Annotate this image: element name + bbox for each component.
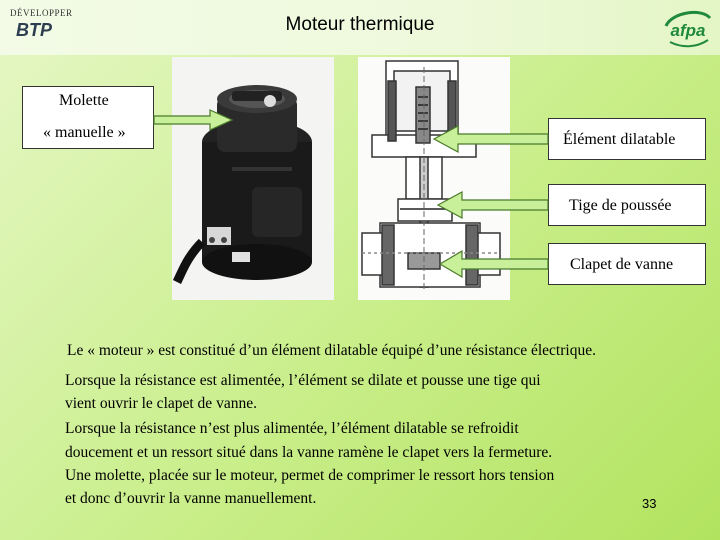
afpa-logo: afpa bbox=[662, 4, 714, 50]
label-element-dilatable: Élément dilatable bbox=[548, 118, 706, 160]
page-number: 33 bbox=[642, 496, 657, 511]
logo-left-small-text: DÉVELOPPER bbox=[10, 8, 73, 18]
body-line-3: Lorsque la résistance n’est plus aliment… bbox=[65, 420, 519, 437]
body-line-4: doucement et un ressort situé dans la va… bbox=[65, 444, 553, 461]
label-clapet-vanne: Clapet de vanne bbox=[548, 243, 706, 285]
afpa-logo-graphic: afpa bbox=[664, 10, 712, 48]
body-intro: Le « moteur » est constitué d’un élément… bbox=[67, 342, 596, 359]
cross-section-diagram bbox=[358, 57, 510, 300]
label-molette-line2: « manuelle » bbox=[43, 124, 126, 141]
label-molette-line1: Molette bbox=[59, 92, 109, 109]
slide-title: Moteur thermique bbox=[285, 14, 435, 35]
label-molette: Molette « manuelle » bbox=[22, 86, 154, 149]
header-band bbox=[0, 0, 720, 55]
label-element-text: Élément dilatable bbox=[563, 131, 676, 148]
body-line-2: vient ouvrir le clapet de vanne. bbox=[65, 395, 257, 412]
actuator-photo bbox=[172, 57, 334, 300]
logo-left-big-text: BTP bbox=[16, 20, 52, 40]
developper-btp-logo: DÉVELOPPER BTP bbox=[6, 8, 76, 48]
body-line-6: et donc d’ouvrir la vanne manuellement. bbox=[65, 490, 317, 507]
label-tige-poussee: Tige de poussée bbox=[548, 184, 706, 226]
label-tige-text: Tige de poussée bbox=[569, 197, 672, 214]
body-line-1: Lorsque la résistance est alimentée, l’é… bbox=[65, 372, 541, 389]
label-clapet-text: Clapet de vanne bbox=[570, 256, 674, 273]
body-line-5: Une molette, placée sur le moteur, perme… bbox=[65, 467, 555, 484]
afpa-logo-text: afpa bbox=[671, 21, 706, 40]
